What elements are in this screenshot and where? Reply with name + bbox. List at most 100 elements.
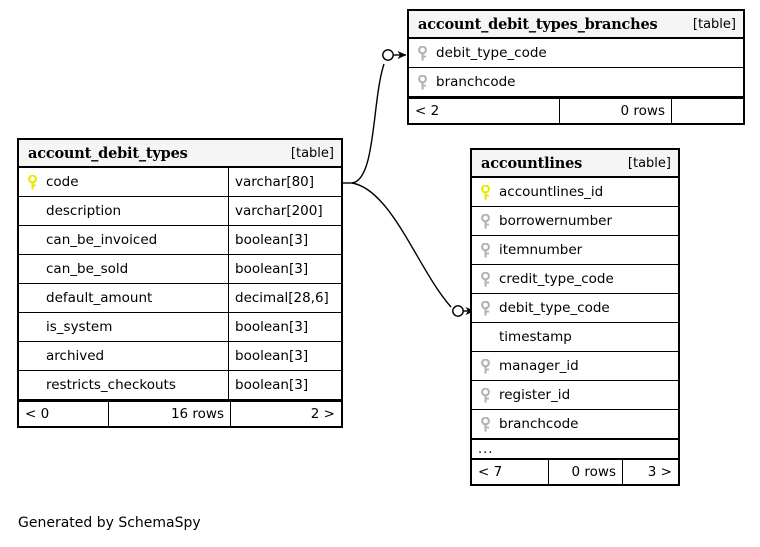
column-label: borrowernumber [499, 213, 613, 229]
column-row[interactable]: borrowernumber [472, 207, 678, 236]
table-kind-label: [table] [627, 155, 671, 171]
foreign-key-icon [481, 300, 490, 316]
foreign-key-icon [481, 271, 490, 287]
column-label: can_be_sold [46, 261, 129, 277]
column-name-cell: restricts_checkouts [19, 377, 228, 393]
column-type: boolean[3] [228, 342, 341, 370]
table-header: accountlines [table] [472, 150, 678, 178]
column-row[interactable]: is_system boolean[3] [19, 313, 341, 342]
column-name-cell: borrowernumber [472, 213, 678, 229]
table-header: account_debit_types [table] [19, 140, 341, 168]
column-row[interactable]: archived boolean[3] [19, 342, 341, 371]
table-title: account_debit_types_branches [418, 15, 658, 33]
foreign-key-icon [418, 74, 427, 90]
column-label: restricts_checkouts [46, 377, 176, 393]
more-columns-indicator[interactable]: ... [472, 439, 678, 458]
column-row[interactable]: code varchar[80] [19, 168, 341, 197]
foreign-key-icon [481, 213, 490, 229]
column-row[interactable]: manager_id [472, 352, 678, 381]
column-row[interactable]: default_amount decimal[28,6] [19, 284, 341, 313]
column-row[interactable]: branchcode [409, 68, 743, 97]
column-name-cell: can_be_sold [19, 261, 228, 277]
column-label: timestamp [499, 329, 572, 345]
column-label: description [46, 203, 122, 219]
column-name-cell: itemnumber [472, 242, 678, 258]
column-row[interactable]: accountlines_id [472, 178, 678, 207]
table-footer: < 2 0 rows [409, 97, 743, 123]
column-row[interactable]: debit_type_code [409, 39, 743, 68]
column-label: is_system [46, 319, 113, 335]
column-label: debit_type_code [499, 300, 610, 316]
footer-prev-count[interactable]: < 0 [25, 406, 50, 422]
column-type: varchar[80] [228, 168, 341, 196]
foreign-key-icon [481, 242, 490, 258]
column-label: debit_type_code [436, 45, 547, 61]
column-type: boolean[3] [228, 226, 341, 254]
footer-next-count[interactable] [671, 99, 743, 123]
column-label: credit_type_code [499, 271, 614, 287]
column-label: register_id [499, 387, 571, 403]
column-label: itemnumber [499, 242, 583, 258]
foreign-key-icon [481, 387, 490, 403]
column-name-cell: credit_type_code [472, 271, 678, 287]
column-name-cell: debit_type_code [409, 45, 743, 61]
column-row[interactable]: can_be_invoiced boolean[3] [19, 226, 341, 255]
table-kind-label: [table] [290, 145, 334, 161]
column-name-cell: branchcode [409, 74, 743, 90]
column-name-cell: debit_type_code [472, 300, 678, 316]
foreign-key-icon [481, 358, 490, 374]
connector-endpoint-circle-accountlines [452, 305, 464, 317]
column-name-cell: branchcode [472, 416, 678, 432]
column-row[interactable]: itemnumber [472, 236, 678, 265]
column-name-cell: code [19, 174, 228, 190]
generated-by-caption: Generated by SchemaSpy [18, 515, 201, 531]
footer-row-count: 0 rows [559, 99, 671, 123]
column-label: accountlines_id [499, 184, 604, 200]
column-type: boolean[3] [228, 255, 341, 283]
column-label: branchcode [436, 74, 516, 90]
table-kind-label: [table] [692, 16, 736, 32]
footer-prev-count[interactable]: < 2 [415, 103, 440, 119]
column-name-cell: accountlines_id [472, 184, 678, 200]
table-title: account_debit_types [28, 144, 188, 162]
column-name-cell: register_id [472, 387, 678, 403]
column-row[interactable]: branchcode [472, 410, 678, 439]
column-name-cell: manager_id [472, 358, 678, 374]
column-name-cell: archived [19, 348, 228, 364]
table-accountlines[interactable]: accountlines [table] accountlines_id [470, 148, 680, 486]
foreign-key-icon [481, 416, 490, 432]
column-name-cell: timestamp [472, 329, 678, 345]
column-row[interactable]: credit_type_code [472, 265, 678, 294]
column-type: decimal[28,6] [228, 284, 341, 312]
column-name-cell: description [19, 203, 228, 219]
column-row[interactable]: can_be_sold boolean[3] [19, 255, 341, 284]
table-account-debit-types-branches[interactable]: account_debit_types_branches [table] deb… [407, 9, 745, 125]
column-row[interactable]: register_id [472, 381, 678, 410]
column-row[interactable]: description varchar[200] [19, 197, 341, 226]
column-type: varchar[200] [228, 197, 341, 225]
table-header: account_debit_types_branches [table] [409, 11, 743, 39]
table-footer: < 0 16 rows 2 > [19, 400, 341, 426]
column-row[interactable]: debit_type_code [472, 294, 678, 323]
column-label: manager_id [499, 358, 579, 374]
column-row[interactable]: restricts_checkouts boolean[3] [19, 371, 341, 400]
table-account-debit-types[interactable]: account_debit_types [table] code varchar… [17, 138, 343, 428]
footer-row-count: 0 rows [548, 460, 622, 484]
column-label: archived [46, 348, 105, 364]
primary-key-icon [28, 174, 37, 190]
column-name-cell: can_be_invoiced [19, 232, 228, 248]
column-label: branchcode [499, 416, 579, 432]
connector-to-account-debit-types-branches [351, 63, 385, 184]
footer-next-count[interactable]: 3 > [622, 460, 678, 484]
column-type: boolean[3] [228, 313, 341, 341]
column-row[interactable]: timestamp [472, 323, 678, 352]
footer-prev-count[interactable]: < 7 [478, 464, 503, 480]
table-title: accountlines [481, 154, 583, 172]
column-label: default_amount [46, 290, 153, 306]
column-name-cell: is_system [19, 319, 228, 335]
footer-next-count[interactable]: 2 > [230, 402, 341, 426]
footer-row-count: 16 rows [108, 402, 230, 426]
primary-key-icon [481, 184, 490, 200]
connector-to-accountlines [351, 182, 452, 308]
